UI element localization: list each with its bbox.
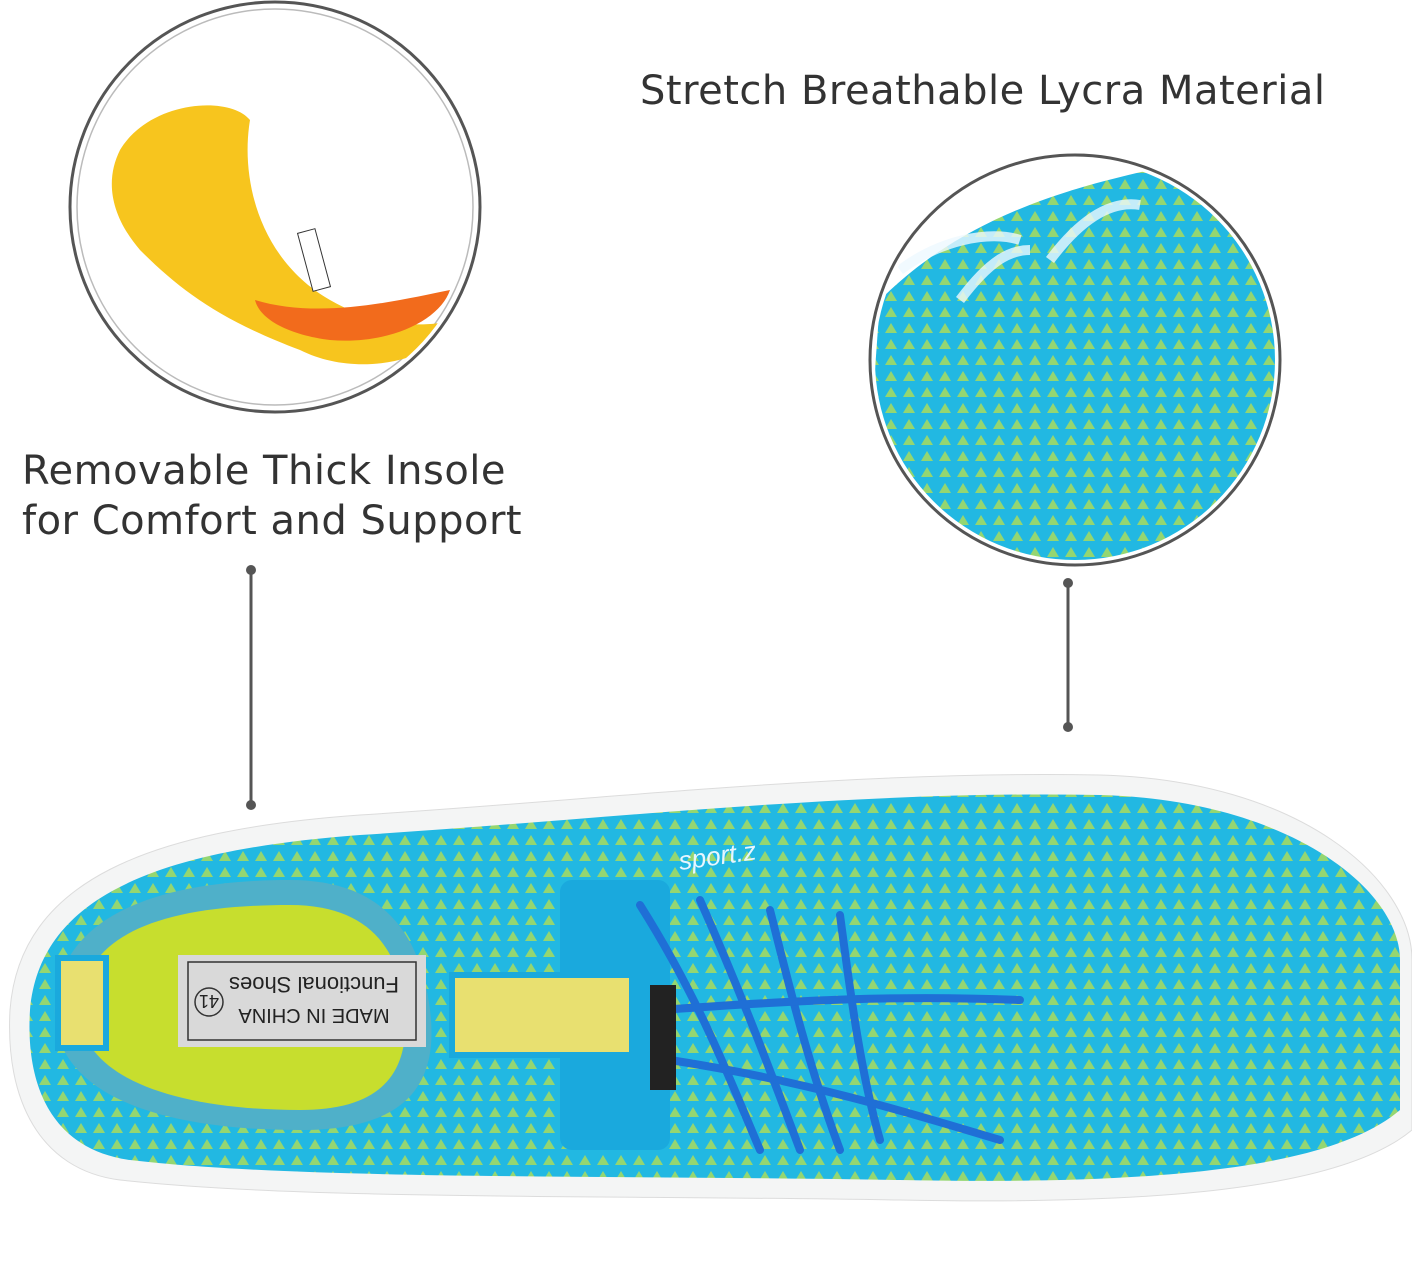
lycra-pointer-line [1063,578,1073,732]
insole-pointer-line [246,565,256,810]
caption-line: for Comfort and Support [22,498,523,544]
lycra-detail-circle [868,153,1282,567]
insole-detail-circle [68,0,482,414]
lycra-feature-caption: Stretch Breathable Lycra Material [640,66,1325,116]
size-label: 41 MADE IN CHINA Functional Shoes [178,955,426,1047]
caption-line: Stretch Breathable Lycra Material [640,68,1326,114]
pull-tabs [55,955,635,1058]
laces [636,896,1024,1154]
label-size: 41 [199,991,219,1011]
label-name: Functional Shoes [229,972,399,997]
insole-feature-caption: Removable Thick Insole for Comfort and S… [22,446,522,546]
label-origin: MADE IN CHINA [238,1004,390,1026]
insole-image [111,105,470,365]
caption-line: Removable Thick Insole [22,448,507,494]
